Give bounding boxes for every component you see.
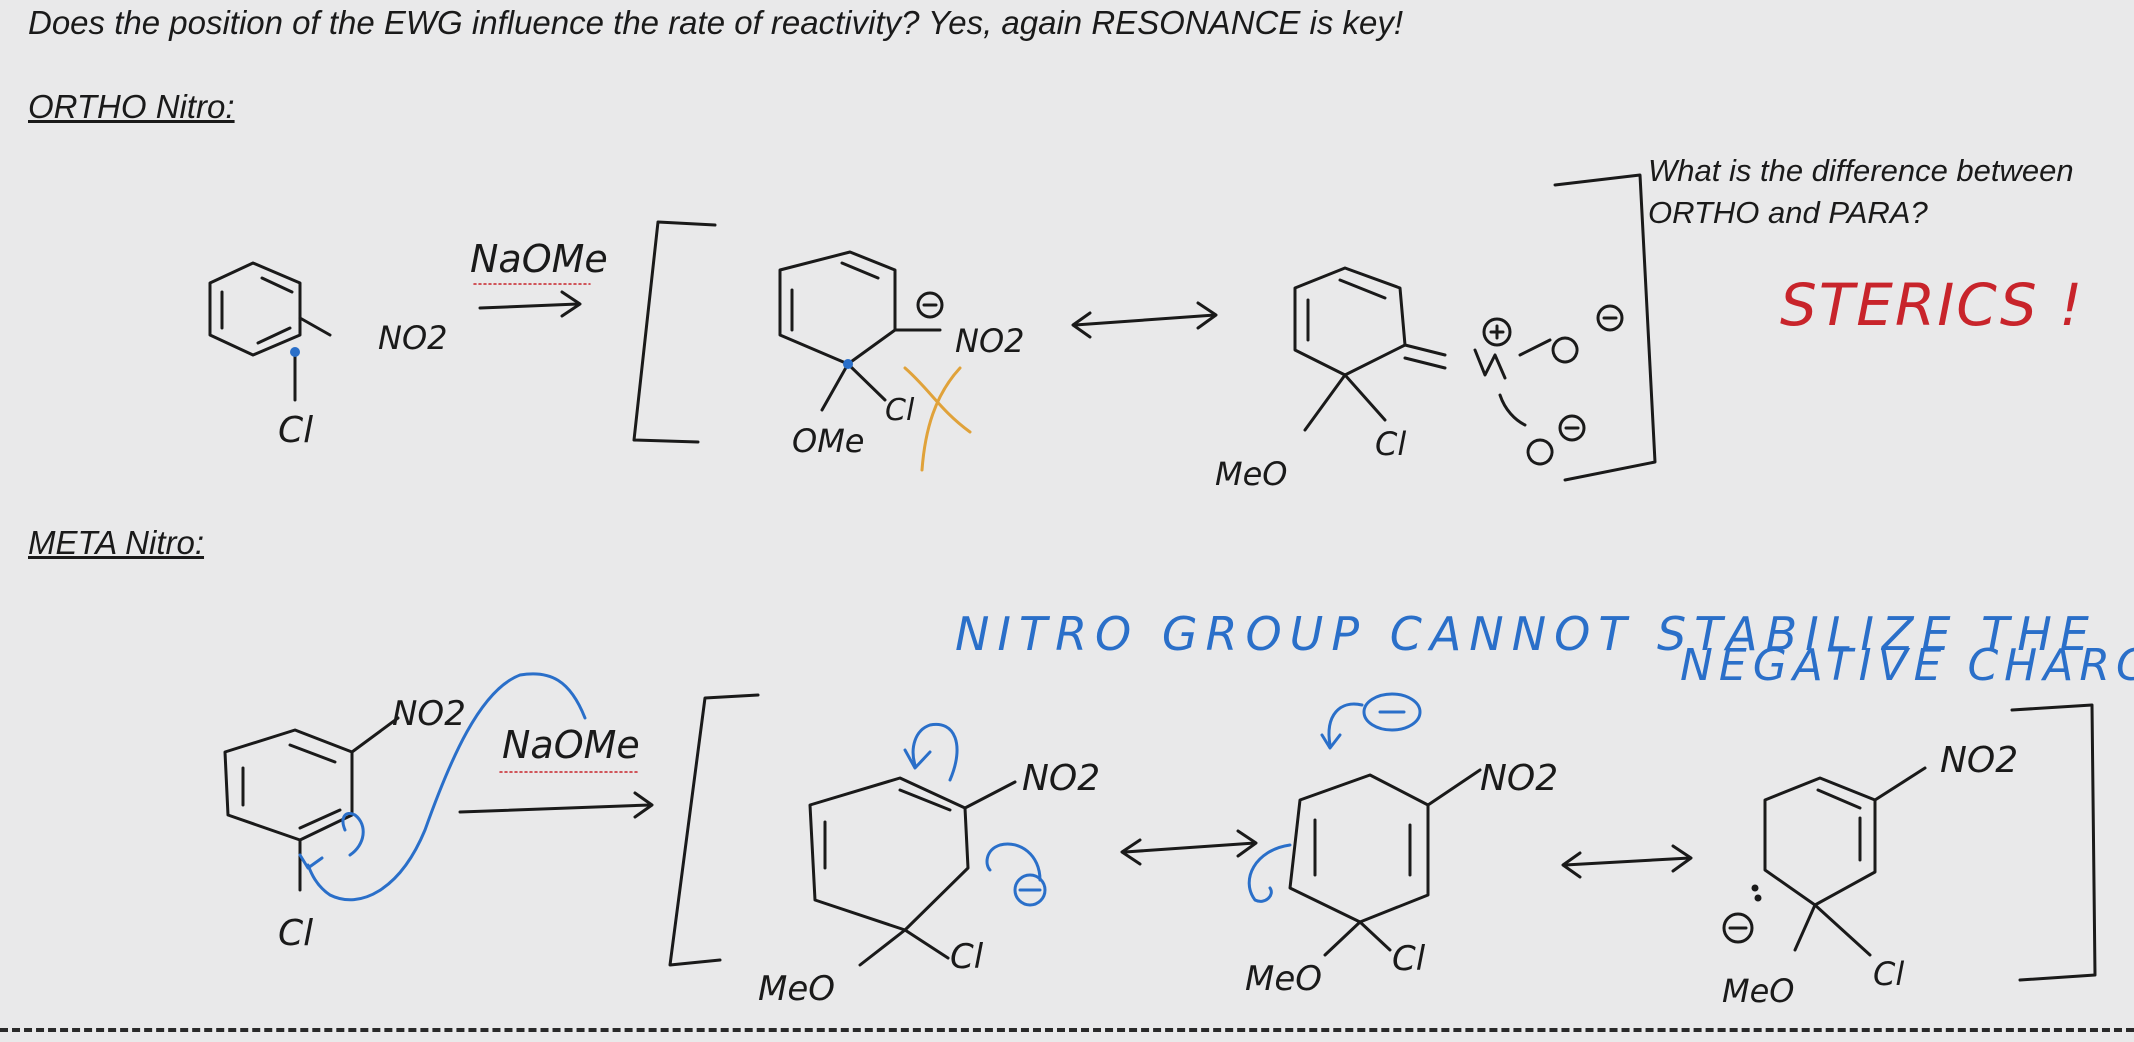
meta-reactant-cl: Cl <box>278 913 313 954</box>
ortho-intermediate-1 <box>778 250 944 412</box>
meta-resonance-arrow-1 <box>1120 829 1258 866</box>
meta-reagent: NaOMe <box>502 723 640 767</box>
meta-int2-meo: MeO <box>1245 959 1322 999</box>
ortho-intermediate-2 <box>1293 266 1624 466</box>
ortho-reaction-arrow <box>478 290 582 318</box>
steric-clash-mark <box>903 366 972 472</box>
meta-int2-cl: Cl <box>1392 939 1426 979</box>
meta-int3-no2: NO2 <box>1940 740 2018 781</box>
ortho-reactant-cl: Cl <box>278 410 313 451</box>
ortho-int2-meo: MeO <box>1215 455 1287 493</box>
meta-left-bracket <box>668 693 760 967</box>
meta-int3-cl: Cl <box>1873 955 1904 993</box>
page-heading: Does the position of the EWG influence t… <box>28 4 1404 41</box>
ortho-reactant-no2: NO2 <box>378 319 447 357</box>
meta-reactant-ring <box>223 716 400 892</box>
meta-int1-arrows <box>903 722 1047 907</box>
meta-intermediate-3 <box>1722 766 1927 957</box>
ortho-left-bracket <box>632 220 717 444</box>
meta-intermediate-2 <box>1288 768 1482 957</box>
meta-reactant-no2: NO2 <box>392 694 466 734</box>
ortho-int1-cl: Cl <box>885 393 915 428</box>
ortho-right-bracket <box>1553 173 1657 482</box>
ortho-int1-ome: OMe <box>792 422 864 460</box>
meta-reaction-arrow <box>458 791 654 819</box>
meta-note-line1: NITRO GROUP CANNOT STABILIZE THE <box>955 607 2097 661</box>
ortho-int1-no2: NO2 <box>955 322 1024 360</box>
ortho-section-title: ORTHO Nitro: <box>28 88 235 125</box>
meta-curved-arrows <box>298 672 587 902</box>
meta-resonance-arrow-2 <box>1561 844 1693 879</box>
ortho-answer: STERICS ! <box>1780 271 2084 339</box>
meta-int1-cl: Cl <box>950 937 984 977</box>
meta-intermediate-1 <box>808 776 1017 967</box>
ortho-reagent: NaOMe <box>470 237 608 281</box>
meta-int3-meo: MeO <box>1722 972 1794 1010</box>
bottom-divider <box>0 1028 2134 1032</box>
ortho-int2-cl: Cl <box>1375 425 1406 463</box>
meta-int2-no2: NO2 <box>1480 758 1558 799</box>
meta-int1-meo: MeO <box>758 969 835 1009</box>
ortho-question: What is the difference between ORTHO and… <box>1648 153 2074 230</box>
meta-section-title: META Nitro: <box>28 524 205 561</box>
ortho-resonance-arrow <box>1071 301 1218 339</box>
meta-int2-arrows <box>1247 692 1422 903</box>
meta-int1-no2: NO2 <box>1022 758 1100 799</box>
meta-right-bracket <box>2010 703 2097 982</box>
ortho-reactant-ring <box>208 261 332 402</box>
meta-note-line2: NEGATIVE CHARGE. <box>1680 640 2134 691</box>
